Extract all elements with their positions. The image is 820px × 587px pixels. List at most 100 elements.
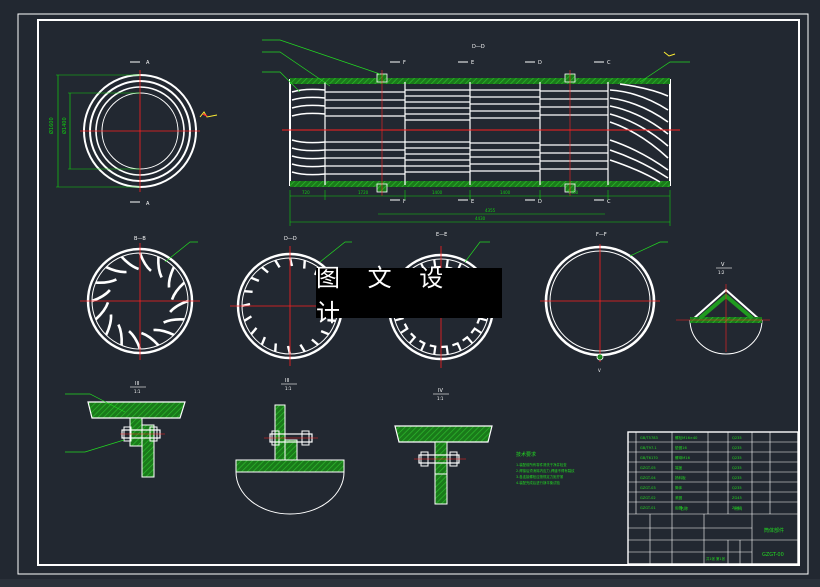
flight-curve (163, 317, 185, 324)
marker-c-bottom: C (607, 199, 611, 205)
dim-overall-length: 4430 (475, 216, 486, 221)
flight-short (243, 315, 253, 322)
flight-short (274, 343, 277, 352)
flight-curve (95, 278, 117, 285)
tb-row-name: 扬料板 (675, 475, 686, 480)
tb-row-material: Q235 (732, 466, 742, 470)
tb-row-name: 端盖 (675, 465, 683, 470)
section-mark-top: A (146, 60, 150, 66)
notes-title: 技术要求 (516, 451, 536, 458)
tb-row-name: 螺栓M16×40 (675, 435, 698, 440)
tb-drawing-number: GZGT-00 (762, 552, 784, 558)
flight-curve (91, 289, 111, 303)
tb-row-code: GB/T97.1 (640, 446, 657, 450)
flight-hook (429, 344, 437, 355)
marker-f-bottom: F (403, 199, 406, 205)
flight-curve (120, 255, 140, 271)
flight-curve (170, 281, 186, 301)
dim-seg-5: 1480 (568, 190, 579, 195)
tb-material-header: 材料 (734, 505, 742, 511)
flight-curve (138, 252, 152, 272)
tb-name-header: 名称 (680, 505, 688, 511)
flight-hook (470, 327, 483, 334)
detail-v-title: V (721, 262, 725, 268)
tb-drawing-name: 筒体部件 (764, 527, 784, 534)
dim-seg-4: 1400 (500, 190, 511, 195)
flight-short (320, 329, 330, 336)
tb-row-code: GZGT-03 (640, 486, 656, 490)
detail-iv: IV 1:1 (394, 388, 493, 505)
dia-label-1: Ø1600 (48, 117, 55, 134)
tb-row-name: 筒体 (675, 485, 683, 490)
inner-frame (37, 19, 800, 566)
flight-short (327, 319, 336, 322)
flight-hook (452, 342, 462, 352)
notes-line-3: 3.各连接螺栓应按规定力矩拧紧 (516, 474, 564, 479)
marker-c-top: C (607, 60, 611, 66)
tb-sheet-label: 共1张 第1张 (706, 556, 726, 561)
dim-seg-1: 720 (302, 190, 310, 195)
dim-seg-3: 1400 (432, 190, 443, 195)
detail-iii-scale: 1:1 (285, 386, 292, 391)
dim-seg-2: 1720 (358, 190, 369, 195)
flight-short (311, 338, 319, 346)
tb-row-name: 滚圈 (675, 495, 683, 500)
flight-curve (156, 256, 163, 278)
notes-line-1: 1.装配前所有零件清洗干净并检查 (516, 462, 567, 467)
tb-row-material: Q235 (732, 456, 742, 460)
tb-row-code: GZGT-01 (640, 506, 656, 510)
flight-hook (408, 332, 417, 345)
tb-row-code: GB/T6170 (640, 456, 659, 460)
flight-curve (169, 299, 189, 313)
detail-iii-title: III (285, 378, 289, 384)
tb-row-code: GZGT-02 (640, 496, 656, 500)
tb-row-name: 垫圈16 (675, 445, 687, 450)
tb-row-material: ZG45 (732, 506, 742, 510)
flight-hook (476, 316, 488, 324)
detail-ii-scale: 1:1 (134, 389, 141, 394)
section-b: B—B (80, 236, 200, 360)
outer-frame (17, 13, 809, 575)
marker-e-bottom: E (471, 199, 474, 205)
flight-short (244, 290, 253, 293)
watermark: 图 文 设 计 (316, 264, 502, 327)
flight-short (299, 343, 306, 353)
flight-curve (167, 266, 176, 288)
tb-row-name: 螺母M16 (675, 455, 691, 460)
tb-row-name: 齿圈 (675, 505, 683, 510)
flight-curve (94, 301, 110, 321)
section-f: F—F V (540, 232, 668, 373)
flight-short (250, 276, 260, 283)
flight-hook (433, 259, 441, 269)
flight-short (261, 266, 269, 274)
section-d-title: D—D (284, 236, 297, 242)
status-bar (0, 579, 820, 587)
tb-row-code: GZGT-05 (640, 466, 656, 470)
detail-iv-title: IV (438, 388, 443, 394)
flight-short (303, 260, 306, 269)
tb-row-code: GB/T5783 (640, 436, 658, 440)
dim-sub-length: 4355 (485, 208, 496, 213)
tb-row-material: ZG45 (732, 496, 742, 500)
tb-row-material: Q235 (732, 486, 742, 490)
marker-d-top: D (538, 60, 542, 66)
flight-curve (128, 330, 142, 350)
flight-short (250, 327, 258, 335)
section-f-v-label: V (598, 368, 601, 373)
detail-iii: III 1:1 (235, 378, 345, 515)
tb-row-material: Q235 (732, 446, 742, 450)
flight-curve (140, 331, 160, 347)
tb-row-code: GZGT-04 (640, 476, 656, 480)
marker-f-top: F (403, 60, 406, 66)
flight-short (274, 259, 281, 269)
flight-curve (104, 314, 113, 336)
section-mark-bottom: A (146, 201, 150, 207)
marker-d-bottom: D (538, 199, 542, 205)
flight-curve (105, 265, 127, 274)
flight-hook (462, 335, 474, 345)
notes-line-2: 2.焊接后须消除内应力,焊缝不得有裂纹 (516, 468, 575, 473)
section-f-title: F—F (596, 232, 607, 238)
technical-notes: 技术要求 1.装配前所有零件清洗干净并检查 2.焊接后须消除内应力,焊缝不得有裂… (516, 451, 575, 485)
